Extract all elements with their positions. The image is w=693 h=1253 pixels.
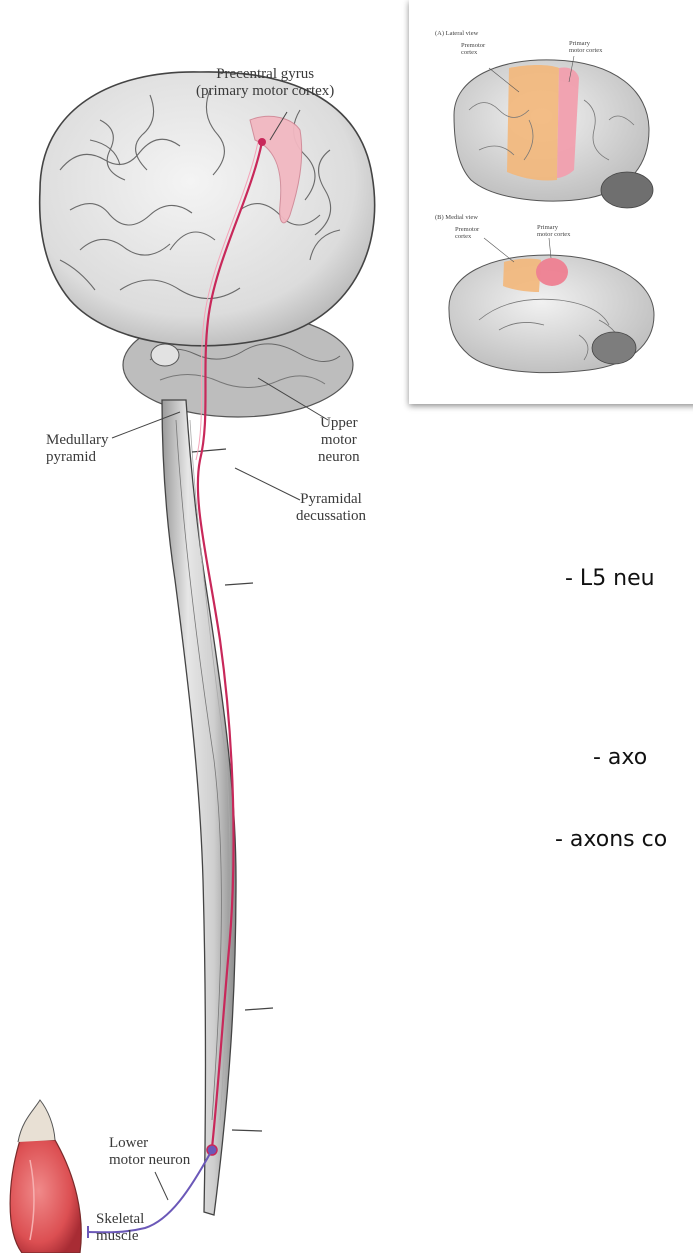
label-skeletal-muscle: Skeletal muscle — [96, 1211, 144, 1245]
inset-medial-primary: Primary motor cortex — [537, 224, 570, 238]
label-precentral-gyrus: Precentral gyrus (primary motor cortex) — [196, 66, 334, 100]
label-medullary-pyramid: Medullary pyramid — [46, 432, 108, 466]
inset-brains — [409, 0, 693, 404]
label-lower-motor-neuron: Lower motor neuron — [109, 1135, 190, 1169]
inset-medial-title: (B) Medial view — [435, 214, 478, 221]
inset-lateral-primary: Primary motor cortex — [569, 40, 602, 54]
skeletal-muscle — [10, 1100, 81, 1253]
bullet-text-2: - axo — [593, 745, 647, 770]
inset-panel: (A) Lateral view Premotor cortex Primary… — [409, 0, 693, 404]
bullet-text-3: - axons co — [555, 827, 667, 852]
cortical-soma — [258, 138, 266, 146]
bullet-text-1: - L5 neu — [565, 566, 655, 591]
inset-lateral-title: (A) Lateral view — [435, 30, 478, 37]
inset-lateral-premotor: Premotor cortex — [461, 42, 485, 56]
label-upper-motor-neuron: Upper motor neuron — [318, 415, 360, 466]
inset-medial-premotor: Premotor cortex — [455, 226, 479, 240]
brain — [40, 72, 375, 346]
label-pyramidal-decussation: Pyramidal decussation — [296, 491, 366, 525]
